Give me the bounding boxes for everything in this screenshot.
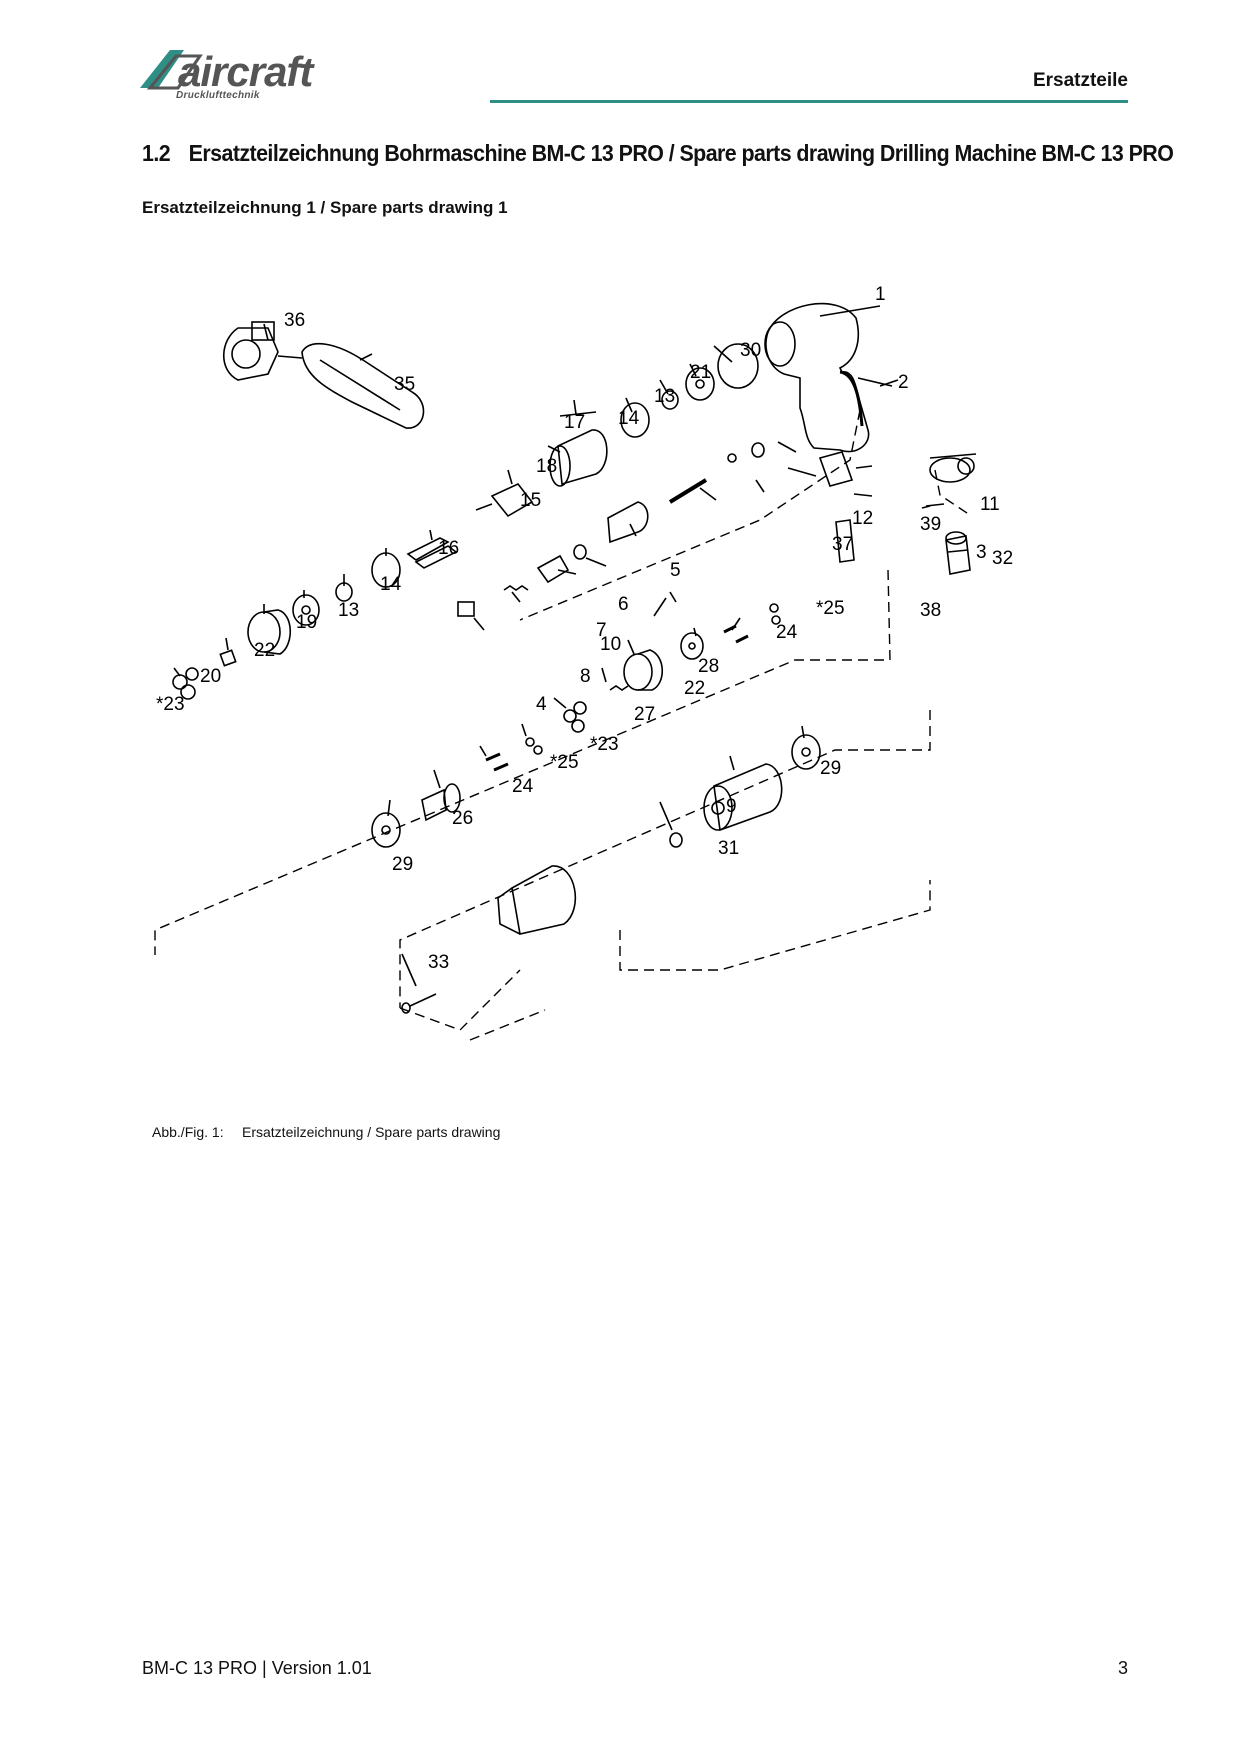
part-label: 32 [992,548,1013,569]
part-label: 18 [536,456,557,477]
part-label: 37 [832,534,853,555]
part-label: *25 [550,752,579,773]
header-section-name: Ersatzteile [1032,70,1128,91]
part-label: 13 [654,386,675,407]
part-label: 4 [536,694,547,715]
figure-caption-text: Ersatzteilzeichnung / Spare parts drawin… [242,1124,501,1140]
section-title: 1.2 Ersatzteilzeichnung Bohrmaschine BM-C… [142,140,1174,167]
part-label: 12 [852,508,873,529]
part-label: 29 [820,758,841,779]
part-label: 2 [898,372,909,393]
figure-caption-label: Abb./Fig. 1: [152,1124,224,1140]
part-label: 17 [564,412,585,433]
part-label: 30 [740,340,761,361]
section-title-text: Ersatzteilzeichnung Bohrmaschine BM-C 13… [188,140,1174,166]
part-label: 36 [284,310,305,331]
part-label: 39 [920,514,941,535]
logo-subtext: Drucklufttechnik [176,90,260,101]
part-label: 9 [726,796,737,817]
header-rule [490,100,1128,103]
footer-document: BM-C 13 PRO | Version 1.01 [142,1658,372,1678]
part-label: 13 [338,600,359,621]
part-label: 3 [976,542,987,563]
part-label: 28 [698,656,719,677]
part-label: 16 [438,538,459,559]
aircraft-logo: aircraft [140,48,316,95]
part-label: 19 [296,612,317,633]
part-label: 7 [596,620,607,641]
part-label: 8 [580,666,591,687]
part-label: 14 [380,574,402,595]
part-label: 11 [980,494,1000,515]
part-label: 22 [254,640,275,661]
section-number: 1.2 [142,140,171,166]
part-label: 29 [392,854,413,875]
spare-parts-drawing: 1 2 3 4 5 6 7 8 9 10 11 12 13 14 15 16 1… [154,284,1013,1041]
page-number: 3 [1117,1658,1128,1678]
part-label: *23 [590,734,619,755]
part-label: 1 [875,284,886,305]
part-label: 15 [520,490,541,511]
part-label: 31 [718,838,739,859]
part-label: 21 [690,362,711,383]
part-label: 33 [428,952,449,973]
subsection-title: Ersatzteilzeichnung 1 / Spare parts draw… [142,198,508,217]
part-label: 24 [512,776,534,797]
part-label: 24 [776,622,798,643]
part-label: 20 [200,666,221,687]
part-label: 5 [670,560,681,581]
svg-text:aircraft: aircraft [178,48,315,95]
part-label: *23 [156,694,185,715]
part-label: 10 [600,634,621,655]
part-label: 26 [452,808,473,829]
part-label: 38 [920,600,941,621]
part-label: 27 [634,704,655,725]
part-label: *25 [816,598,845,619]
part-label: 6 [618,594,629,615]
part-label: 14 [618,408,640,429]
part-label: 22 [684,678,705,699]
figure-caption: Abb./Fig. 1: Ersatzteilzeichnung / Spare … [152,1124,500,1140]
part-label: 35 [394,374,415,395]
